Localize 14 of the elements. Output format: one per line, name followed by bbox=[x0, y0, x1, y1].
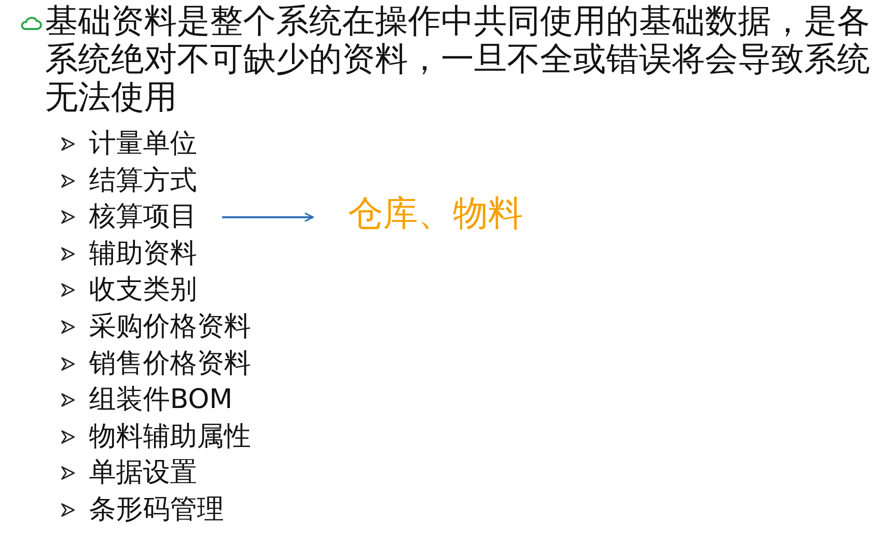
list-item: 组装件BOM bbox=[89, 384, 233, 416]
arrow bbox=[222, 212, 314, 222]
list-item: 计量单位 bbox=[89, 128, 197, 160]
list-item: 单据设置 bbox=[89, 457, 197, 490]
list-item: 核算项目 bbox=[89, 201, 197, 234]
list-item: 条形码管理 bbox=[89, 494, 224, 526]
list-item: 辅助资料 bbox=[89, 238, 197, 270]
list-item: 收支类别 bbox=[89, 274, 197, 306]
list-item: 结算方式 bbox=[89, 164, 197, 197]
list-item: 物料辅助属性 bbox=[89, 420, 251, 453]
list-item: 采购价格资料 bbox=[89, 311, 251, 343]
highlight-text: 仓库、物料 bbox=[348, 192, 523, 236]
list-item: 销售价格资料 bbox=[89, 348, 251, 380]
heading-text: 基础资料是整个系统在操作中共同使用的基础数据，是各系统绝对不可缺少的资料，一旦不全或错误将会导致系统无法使用 bbox=[45, 2, 871, 116]
